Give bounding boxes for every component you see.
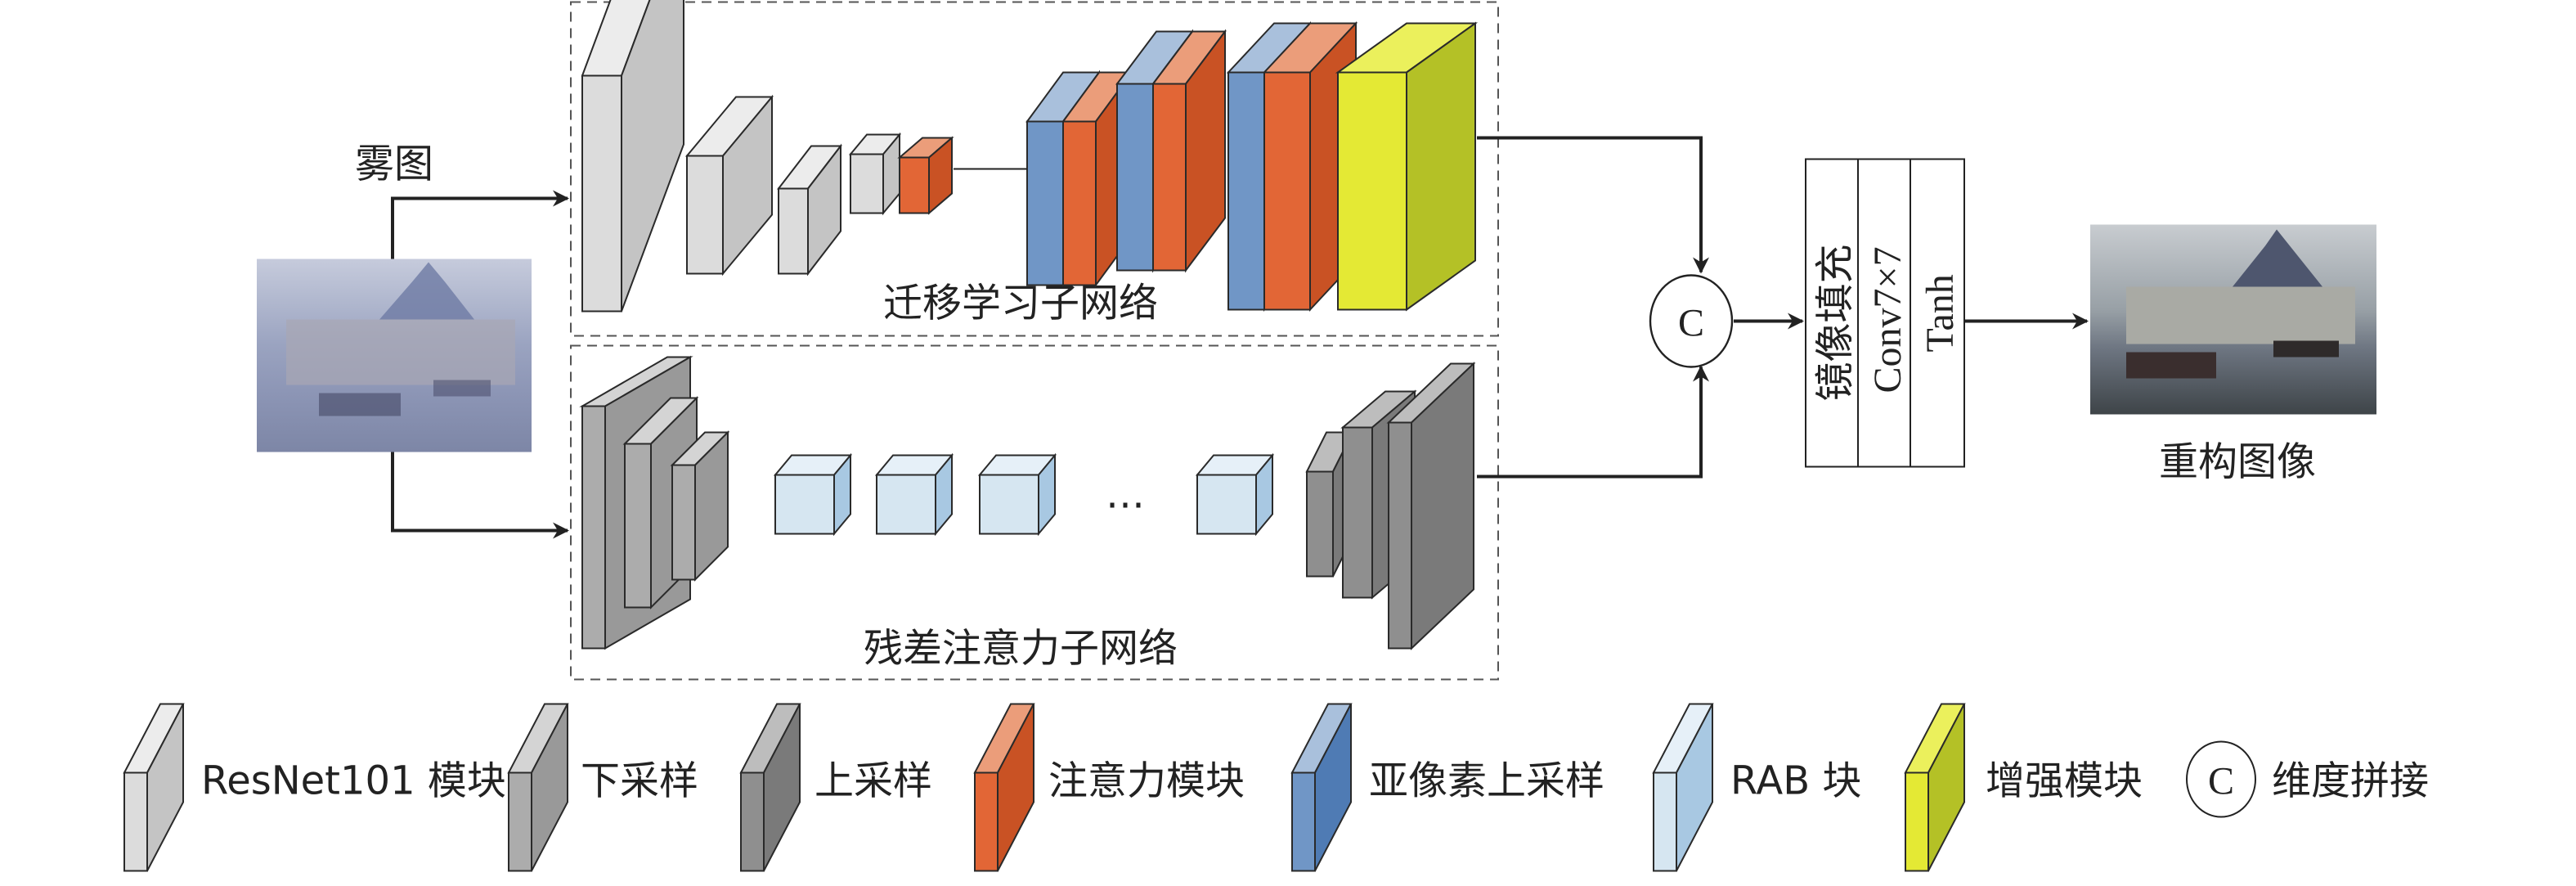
tail-layer-conv: Conv7×7 (1866, 246, 1910, 393)
legend-label-resnet: ResNet101 模块 (201, 758, 506, 804)
resnet-block (776, 143, 843, 277)
legend-label-attn: 注意力模块 (1048, 758, 1245, 804)
legend-swatch-enh (1904, 703, 1966, 872)
tail-layers: 镜像填充 Conv7×7 Tanh (1805, 158, 1965, 468)
rab-block (773, 452, 853, 537)
rab-block (977, 452, 1057, 537)
legend-swatch-concat: C (2186, 740, 2256, 818)
attention-block (1151, 29, 1227, 273)
residual-subnet-blocks (579, 355, 1476, 650)
rab-block (1195, 452, 1275, 537)
input-hazy-image (257, 259, 532, 452)
tail-layer-tanh: Tanh (1919, 274, 1962, 352)
upsample-block (1386, 362, 1476, 650)
output-label: 重构图像 (2159, 439, 2316, 485)
legend-label-rab: RAB 块 (1730, 758, 1861, 804)
residual-subnet-box (570, 344, 1499, 681)
legend-swatch-up (739, 703, 801, 872)
concat-node: C (1649, 274, 1734, 368)
transfer-subnet-label: 迁移学习子网络 (883, 281, 1158, 326)
legend-label-concat: 维度拼接 (2272, 758, 2429, 804)
legend-swatch-resnet (123, 703, 185, 872)
arrow-residual-to-concat (1477, 365, 1709, 479)
enhancement-block (1335, 21, 1479, 312)
legend-label-enh: 增强模块 (1986, 758, 2143, 804)
legend-swatch-attn (973, 703, 1035, 872)
rab-block (874, 452, 954, 537)
arrow-to-transfer (391, 190, 569, 259)
output-clear-image (2090, 224, 2376, 415)
input-label: 雾图 (355, 142, 433, 187)
downsample-block (670, 430, 730, 582)
attention-block (897, 136, 954, 215)
legend-swatch-subpix (1290, 703, 1353, 872)
concat-symbol: C (1678, 302, 1704, 345)
legend-swatch-rab (1652, 703, 1714, 872)
residual-subnet-label: 残差注意力子网络 (864, 626, 1178, 672)
legend-label-up: 上采样 (815, 758, 932, 804)
resnet-block (684, 94, 774, 277)
legend-label-subpix: 亚像素上采样 (1369, 758, 1604, 804)
rab-ellipsis: … (1106, 472, 1145, 518)
arrow-transfer-to-concat (1477, 136, 1709, 274)
legend-label-down: 下采样 (581, 758, 698, 804)
transfer-subnet-blocks (581, 0, 1479, 313)
transfer-subnet-box (570, 1, 1499, 337)
tail-layer-mirror-pad: 镜像填充 (1812, 244, 1858, 401)
concat-legend-symbol: C (2208, 760, 2234, 803)
resnet-block (581, 0, 684, 313)
legend-swatch-down (507, 703, 569, 872)
arrow-to-residual (391, 452, 569, 539)
resnet-block (848, 132, 902, 216)
